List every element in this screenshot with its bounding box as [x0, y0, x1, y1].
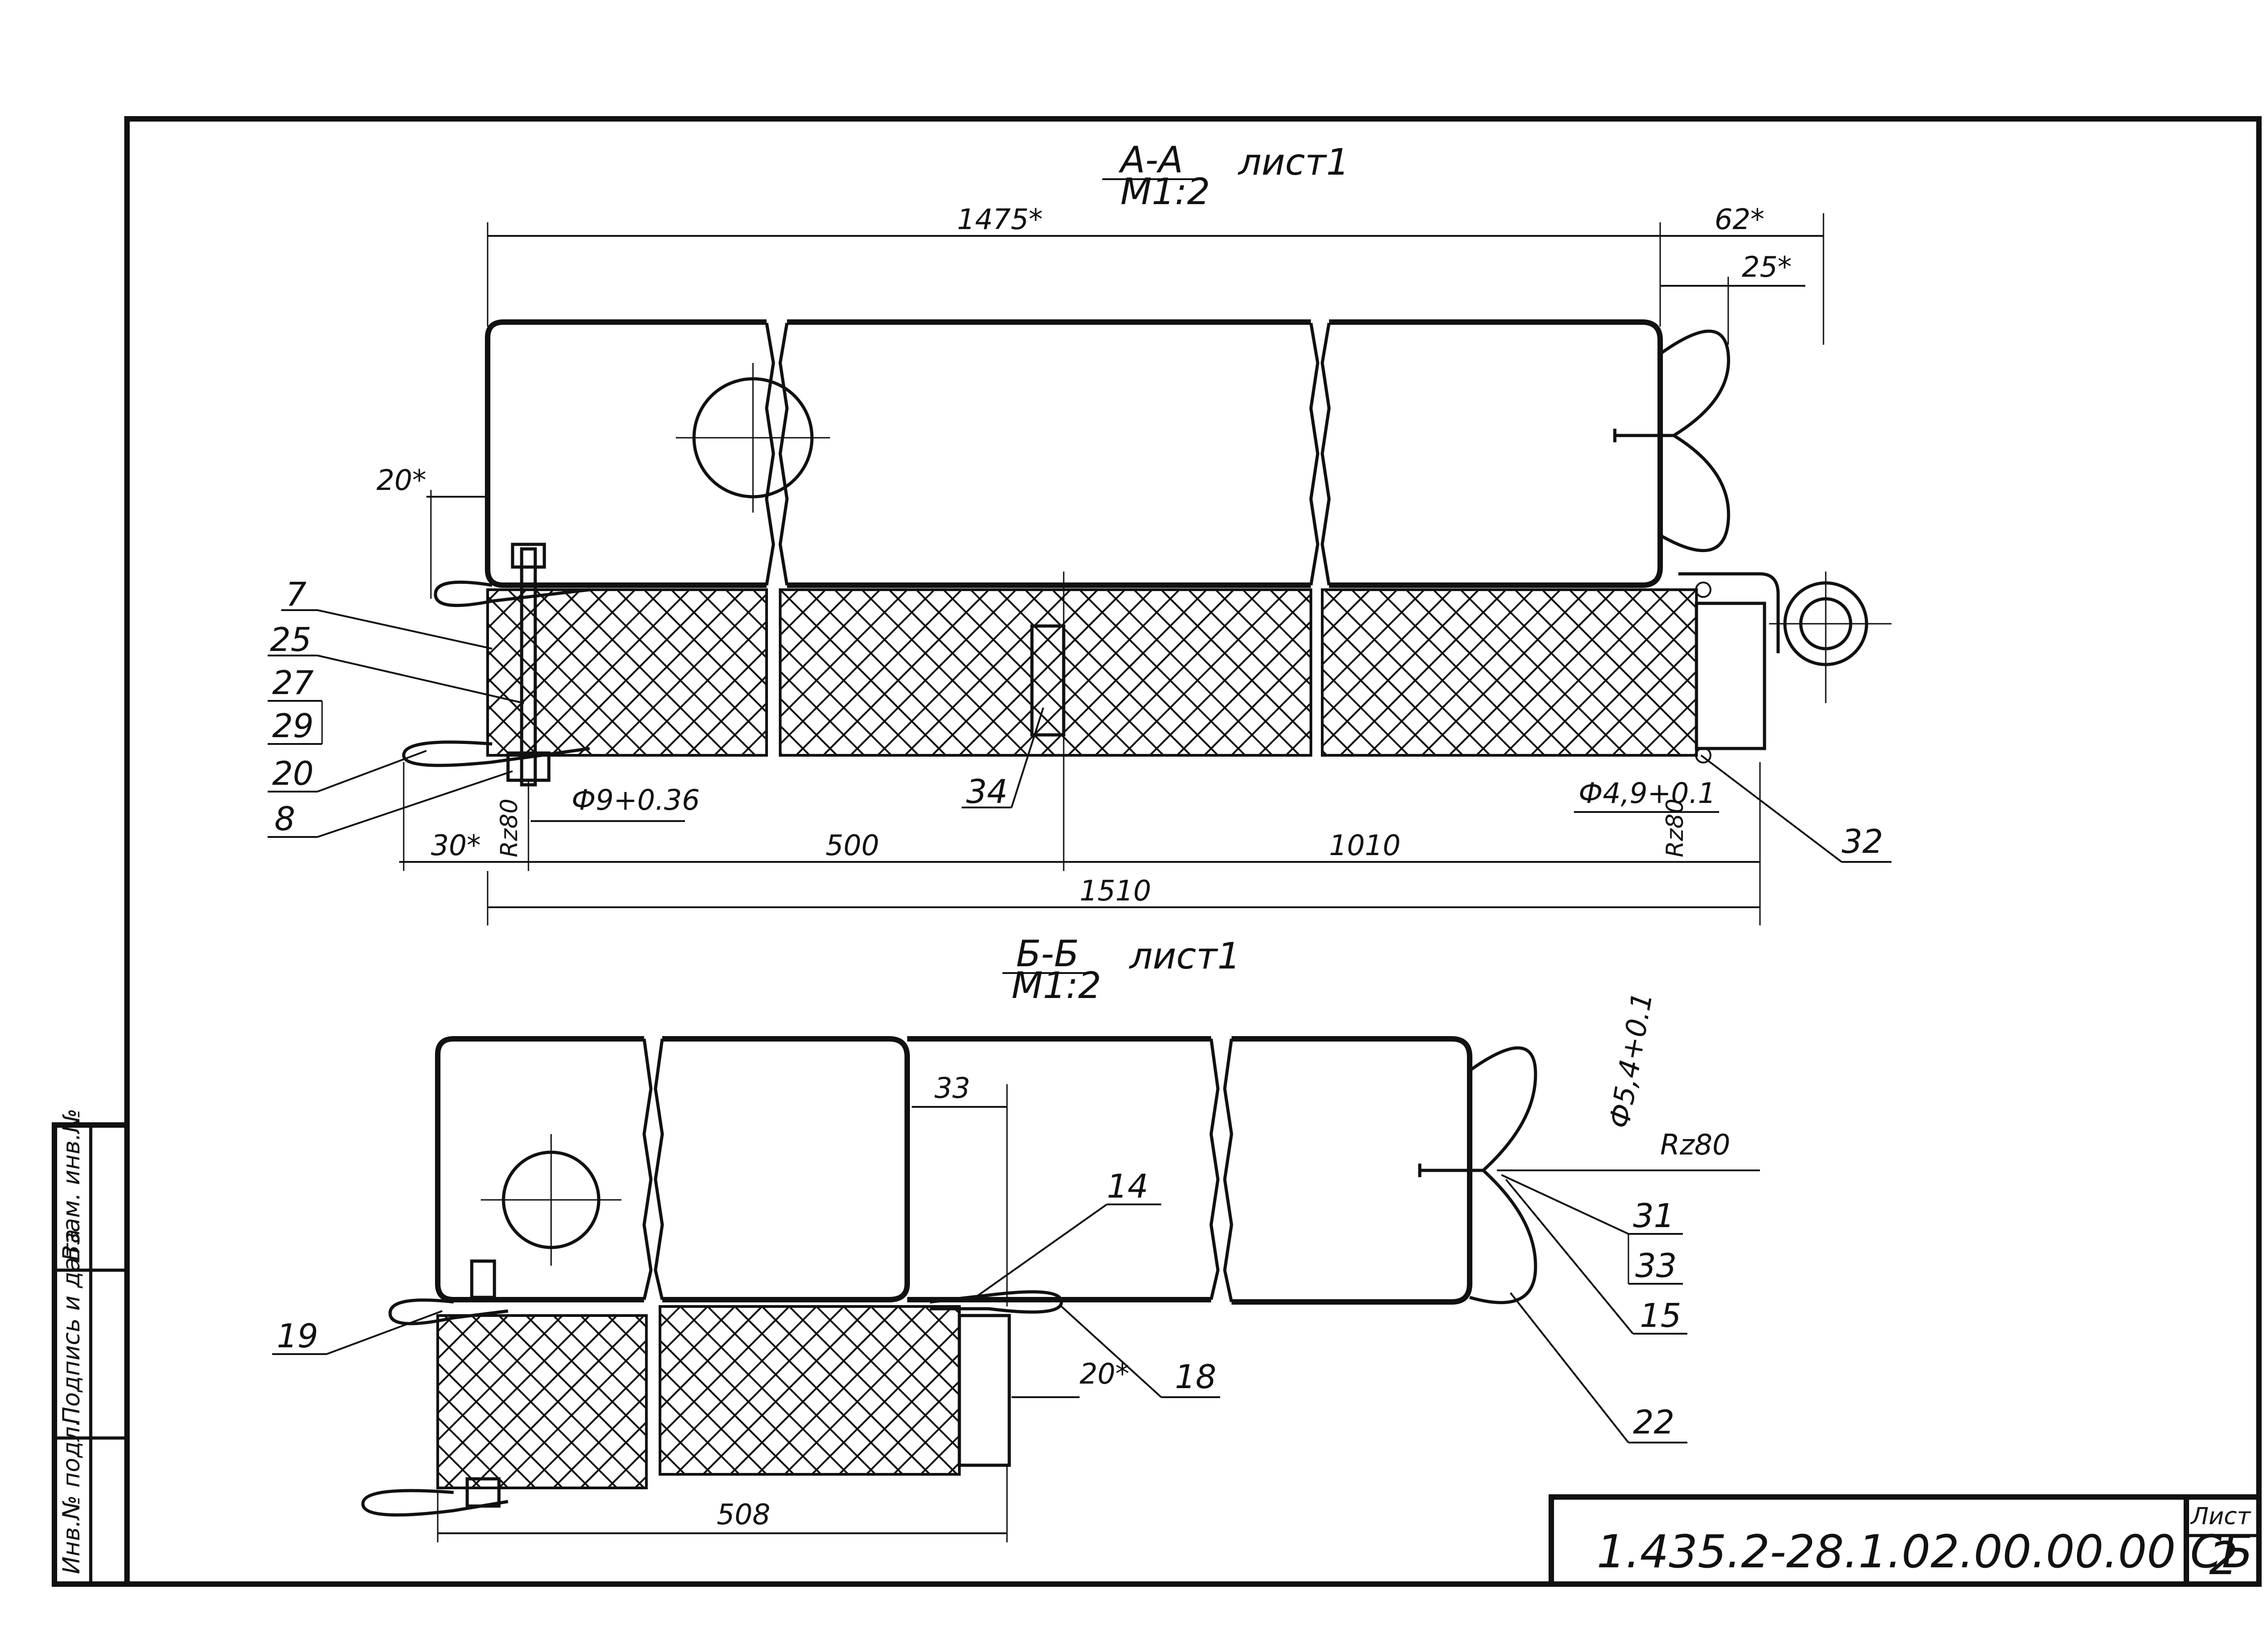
- bb-clip-mid: [929, 1290, 1063, 1314]
- aa-dim-1475: 1475*: [957, 203, 1043, 236]
- aa-callouts: 7 25 27 29 20 8 34 32: [268, 575, 1892, 863]
- bb-clip-left-bottom: [361, 1489, 508, 1517]
- callout-19: 19: [277, 1317, 318, 1355]
- section-aa-scale: М1:2: [1120, 171, 1210, 213]
- aa-box-right: [1329, 319, 1663, 588]
- aa-hole-49: Ф4,9+0.1: [1579, 777, 1716, 810]
- section-bb-title: Б-Б: [1016, 933, 1079, 975]
- title-block: [1549, 1494, 2262, 1587]
- bb-clamp-right: [1468, 1046, 1537, 1304]
- aa-box-left: [485, 319, 767, 588]
- bb-callouts: 14 19 18 31 33 15 22: [272, 1167, 1687, 1443]
- bb-box-1: [435, 1036, 644, 1302]
- callout-18: 18: [1175, 1358, 1217, 1396]
- callout-8: 8: [274, 800, 295, 838]
- bb-dim-33: 33: [934, 1071, 970, 1105]
- bb-box-2: [662, 1036, 910, 1302]
- callout-32: 32: [1842, 822, 1883, 861]
- aa-dim-1010: 1010: [1329, 829, 1401, 862]
- callout-25: 25: [270, 621, 312, 659]
- aa-dim-1510: 1510: [1080, 874, 1151, 907]
- section-aa-sheet: лист1: [1237, 141, 1349, 183]
- callout-15: 15: [1640, 1296, 1681, 1335]
- aa-rz-left: Rz80: [496, 798, 523, 857]
- aa-dim-20: 20*: [376, 464, 426, 497]
- section-bb-sheet: лист1: [1129, 935, 1241, 977]
- aa-rz-right: Rz80: [1662, 798, 1689, 857]
- stamp-inv-podl: Инв.№ подл.: [58, 1419, 85, 1574]
- aa-dim-500: 500: [826, 829, 879, 862]
- stamp-podpis: Подпись и дата: [58, 1229, 85, 1424]
- callout-20: 20: [272, 754, 314, 792]
- bb-block: [958, 1314, 1011, 1467]
- callout-34: 34: [966, 773, 1008, 811]
- section-bb-scale: М1:2: [1012, 964, 1101, 1007]
- aa-dim-30: 30*: [431, 829, 481, 862]
- bb-rz: Rz80: [1660, 1128, 1730, 1161]
- bb-insulation-left: [436, 1314, 648, 1489]
- aa-block-right: [1695, 602, 1766, 750]
- callout-29: 29: [272, 707, 314, 745]
- callout-14: 14: [1107, 1167, 1149, 1205]
- aa-insulation-left: [486, 588, 768, 757]
- outer-frame: [124, 116, 2262, 1587]
- section-aa-title: А-А: [1118, 139, 1183, 181]
- bb-insulation-mid: [659, 1305, 961, 1476]
- section-aa: А-А М1:2 лист1: [268, 139, 1892, 925]
- callout-7: 7: [286, 575, 307, 613]
- section-bb: Б-Б М1:2 лист1 33 20*: [272, 933, 1760, 1542]
- aa-clip-bottom-left: [402, 740, 590, 767]
- aa-clamp-right: [1659, 329, 1730, 553]
- side-stamp-texts: Инв.№ подл. Подпись и дата Взам. инв.№: [58, 1108, 85, 1574]
- callout-27: 27: [272, 664, 314, 702]
- callout-22: 22: [1633, 1403, 1675, 1441]
- designation-text: 1.435.2-28.1.02.00.00.00 СБ: [1597, 1525, 2253, 1578]
- bb-hole-54: Ф5,4+0.1: [1603, 990, 1659, 1131]
- aa-hole-9: Ф9+0.36: [572, 783, 700, 817]
- bb-dim-508: 508: [717, 1498, 770, 1531]
- aa-dim-62: 62*: [1715, 203, 1765, 236]
- aa-hook: [1678, 572, 1780, 653]
- sheet-number: 2: [2209, 1532, 2238, 1585]
- bb-clip-left-top: [388, 1298, 508, 1326]
- sheet-label: Лист: [2190, 1503, 2251, 1530]
- callout-33: 33: [1635, 1247, 1677, 1285]
- aa-insulation-mid: [779, 588, 1312, 757]
- aa-dim-25: 25*: [1742, 250, 1792, 284]
- aa-insulation-right: [1321, 588, 1698, 757]
- callout-31: 31: [1633, 1197, 1675, 1235]
- bb-dim-20: 20*: [1080, 1357, 1129, 1390]
- stamp-vzam: Взам. инв.№: [58, 1108, 85, 1261]
- aa-clip-top-left: [434, 580, 590, 607]
